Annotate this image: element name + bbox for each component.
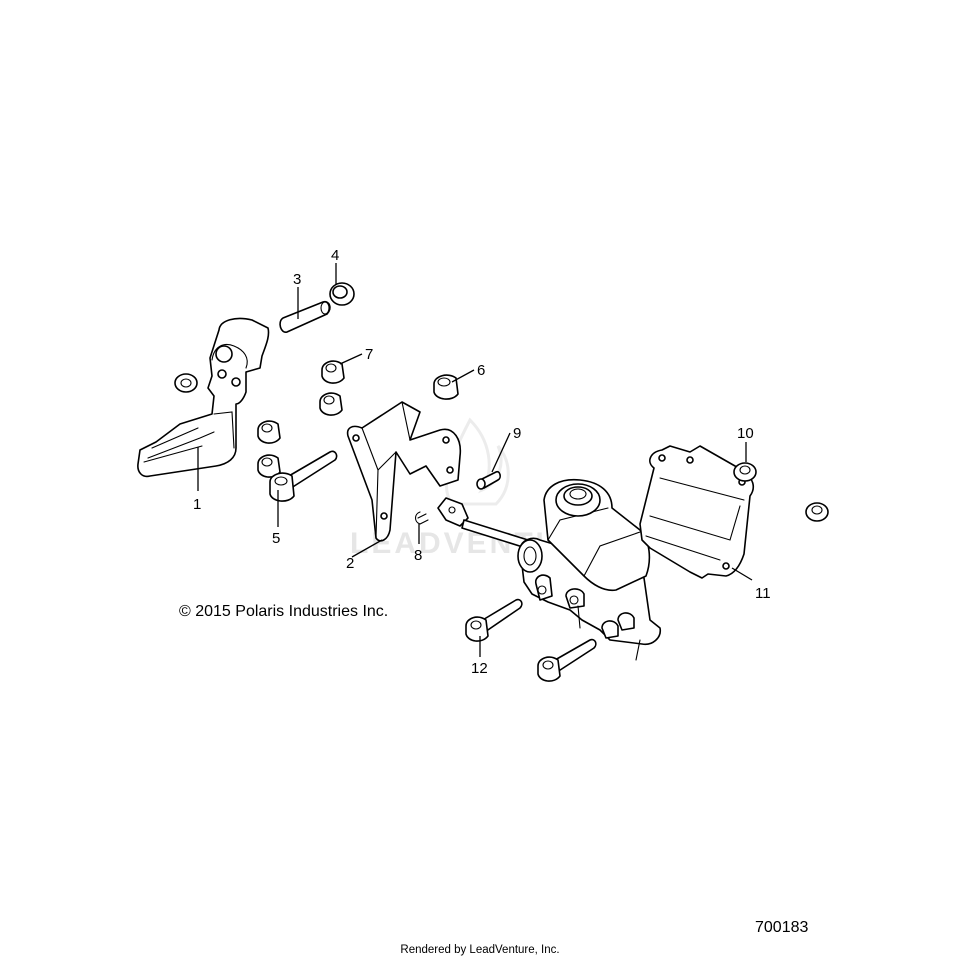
callout-1[interactable]: 1 [193,496,201,513]
nut-bolt-upper [257,420,281,444]
part-2-bracket[interactable] [346,401,462,542]
master-cylinder [517,478,662,661]
callout-7[interactable]: 7 [365,346,373,363]
part-11-plate[interactable] [639,445,755,579]
part-1-pedal[interactable] [137,317,270,478]
callout-3[interactable]: 3 [293,271,301,288]
callout-9[interactable]: 9 [513,425,521,442]
part-10-grommet[interactable] [733,462,757,482]
callout-11[interactable]: 11 [755,585,771,602]
callout-8[interactable]: 8 [414,547,422,564]
part-7-nut-upper[interactable] [321,360,345,384]
callout-5[interactable]: 5 [272,530,280,547]
diagram-number: 700183 [755,919,809,936]
callouts: 1 2 3 4 5 6 7 8 9 10 11 12 [193,247,771,677]
callout-2[interactable]: 2 [346,555,354,572]
part-9-pin[interactable] [476,470,501,490]
nut-bolt-lower [257,454,281,478]
part-12-bolt-lower[interactable] [537,638,597,682]
leader-lines [197,263,753,657]
footer-credit: Rendered by LeadVenture, Inc. [400,944,560,956]
part-6-nut[interactable] [433,374,459,400]
part-5-bolt[interactable] [269,450,338,502]
grommet-right [805,502,829,522]
callout-4[interactable]: 4 [331,247,339,264]
part-12-bolt-upper[interactable] [465,598,523,642]
clevis-pushrod [437,497,529,549]
copyright-text: © 2015 Polaris Industries Inc. [179,603,389,620]
washer-left [174,373,198,393]
part-3-sleeve[interactable] [279,300,331,333]
part-8-clip[interactable] [414,511,429,525]
callout-12[interactable]: 12 [471,660,488,677]
callout-10[interactable]: 10 [737,425,754,442]
part-4-bushing[interactable] [329,282,355,306]
callout-6[interactable]: 6 [477,362,485,379]
part-7-nut-lower[interactable] [319,392,343,416]
